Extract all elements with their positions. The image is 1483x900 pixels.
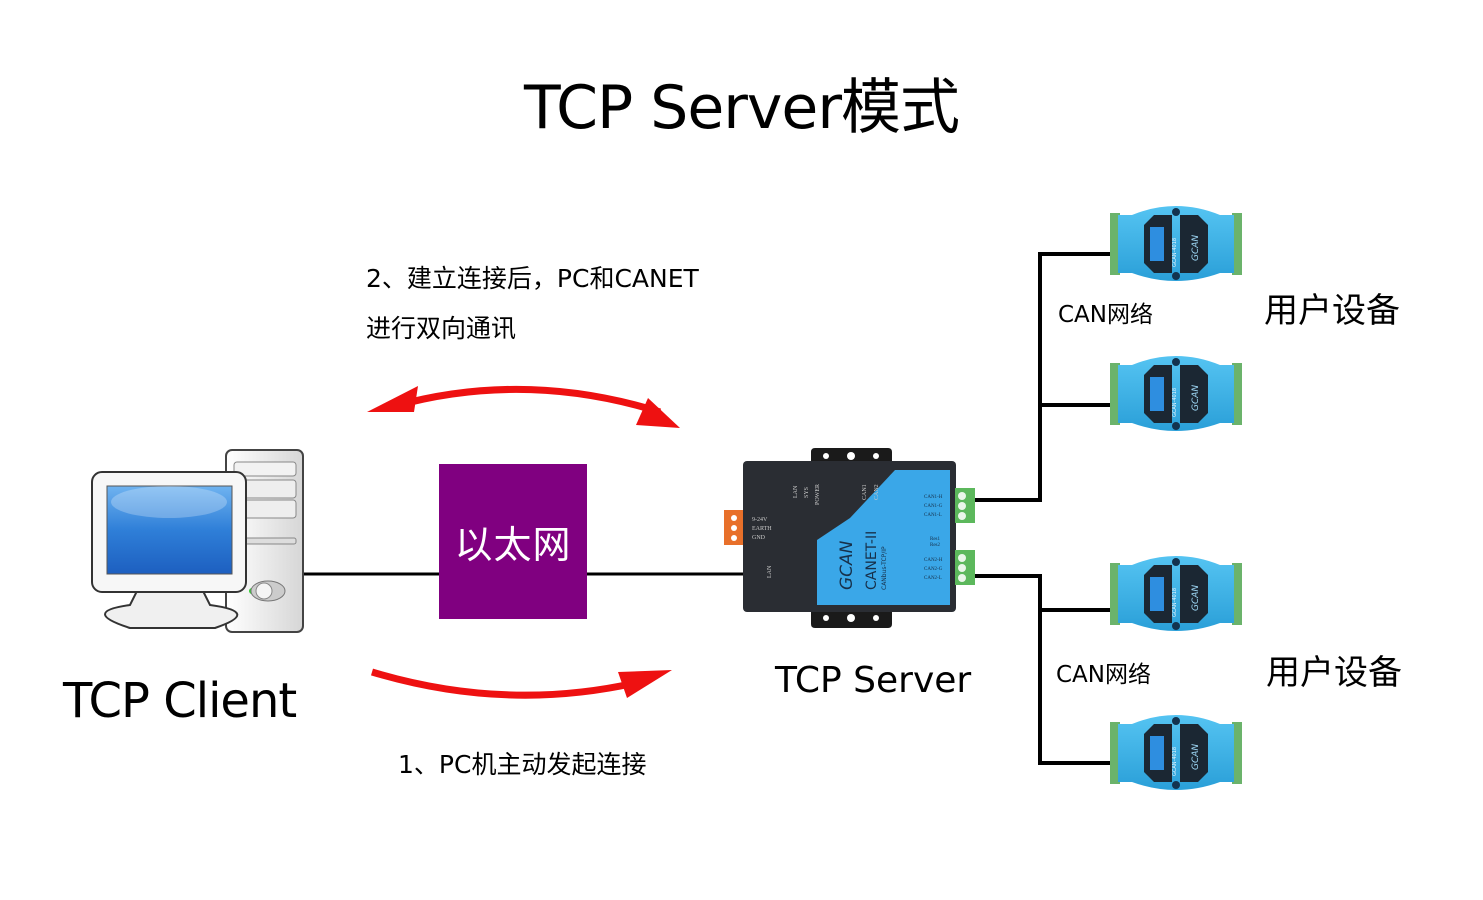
arrowhead-right bbox=[636, 398, 680, 428]
bidirectional-arrow bbox=[367, 385, 680, 428]
module-brand: GCAN bbox=[1191, 744, 1201, 770]
led-can1: CAN1 bbox=[862, 484, 868, 500]
module-brand: GCAN bbox=[1191, 385, 1201, 411]
label-power-24v: 9-24V bbox=[752, 517, 768, 523]
label-lan-port: LAN bbox=[767, 565, 773, 578]
can-modules: GCANGCAN-4018GCANGCAN-4018GCANGCAN-4018G… bbox=[1110, 206, 1242, 790]
pin-can1-l: CAN1-L bbox=[924, 513, 942, 518]
arrowhead-left bbox=[367, 386, 418, 412]
device-brand: GCAN bbox=[837, 540, 857, 590]
can-bus-2-wiring bbox=[972, 574, 1112, 765]
can-network-2-label: CAN网络 bbox=[1056, 662, 1151, 688]
pin-can1-g: CAN1-G bbox=[924, 504, 943, 509]
pin-can2-h: CAN2-H bbox=[924, 558, 943, 563]
module-model: GCAN-4018 bbox=[1172, 747, 1178, 776]
led-power: POWER bbox=[815, 484, 821, 505]
can-bus-1-wiring bbox=[972, 252, 1112, 502]
connect-arrow bbox=[370, 668, 672, 699]
can-module: GCAN GCAN-4018 bbox=[1110, 206, 1242, 281]
pc-monitor-stand bbox=[104, 584, 239, 629]
step2-caption-line1: 2、建立连接后，PC和CANET bbox=[366, 264, 699, 293]
label-earth: EARTH bbox=[752, 526, 772, 532]
user-devices-1-label: 用户设备 bbox=[1264, 291, 1400, 331]
canet-ii-device: 9-24V EARTH GND LAN LAN SYS POWER CAN1 C… bbox=[724, 448, 975, 628]
module-model: GCAN-4018 bbox=[1172, 388, 1178, 417]
module-brand: GCAN bbox=[1191, 585, 1201, 611]
led-can2: CAN2 bbox=[874, 484, 880, 500]
led-lan: LAN bbox=[793, 485, 799, 498]
label-res2: Res2 bbox=[930, 543, 941, 548]
device-blue-panel bbox=[817, 518, 950, 605]
module-model: GCAN-4018 bbox=[1172, 588, 1178, 617]
led-sys: SYS bbox=[804, 487, 810, 498]
pin-can1-h: CAN1-H bbox=[924, 495, 943, 500]
label-gnd: GND bbox=[752, 535, 766, 541]
can-module: GCAN GCAN-4018 bbox=[1110, 356, 1242, 431]
diagram-title: TCP Server模式 bbox=[523, 73, 960, 143]
can-module: GCAN GCAN-4018 bbox=[1110, 556, 1242, 631]
step2-caption-line2: 进行双向通讯 bbox=[366, 314, 517, 343]
arrowhead-connect bbox=[618, 670, 672, 698]
can-module: GCAN GCAN-4018 bbox=[1110, 715, 1242, 790]
pc-computer-icon bbox=[91, 449, 304, 633]
pc-screen bbox=[106, 485, 233, 575]
pin-can2-g: CAN2-G bbox=[924, 567, 943, 572]
device-subtitle: CANbus-TCP/IP bbox=[881, 546, 888, 590]
device-model: CANET-II bbox=[864, 531, 880, 590]
tcp-client-label: TCP Client bbox=[63, 673, 297, 729]
tcp-server-label: TCP Server bbox=[775, 660, 972, 701]
step1-caption: 1、PC机主动发起连接 bbox=[398, 750, 647, 779]
can-network-1-label: CAN网络 bbox=[1058, 302, 1153, 328]
pin-can2-l: CAN2-L bbox=[924, 576, 942, 581]
module-brand: GCAN bbox=[1191, 235, 1201, 261]
label-res1: Res1 bbox=[930, 537, 941, 542]
ethernet-label: 以太网 bbox=[454, 523, 572, 567]
user-devices-2-label: 用户设备 bbox=[1266, 653, 1402, 693]
ethernet-box: 以太网 bbox=[439, 464, 587, 619]
module-model: GCAN-4018 bbox=[1172, 238, 1178, 267]
